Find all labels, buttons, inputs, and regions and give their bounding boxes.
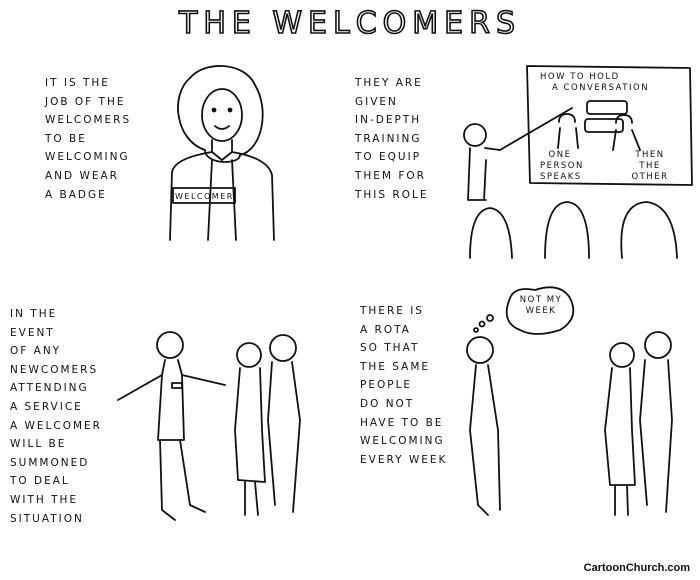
caption-line: THE SAME (360, 360, 431, 373)
caption-line: IN-DEPTH (355, 114, 422, 127)
cartoon-title: THE WELCOMERS (178, 5, 521, 42)
caption-line: ATTENDING (10, 382, 89, 395)
thought-line: NOT MY (519, 295, 563, 305)
board-label-line: THEN (635, 150, 665, 160)
caption-line: TO BE (45, 132, 87, 145)
board-label-line: PERSON (540, 161, 584, 171)
thought-bubble-text: NOT MY WEEK (513, 295, 569, 317)
welcomer-badge: WELCOMER (175, 192, 234, 201)
caption-line: HAVE TO BE (360, 416, 444, 429)
caption-line: EVERY WEEK (360, 453, 448, 466)
training-board-drawing (463, 65, 693, 259)
rota-scene-drawing (466, 286, 673, 516)
caption-line: JOB OF THE (45, 95, 126, 108)
caption-line: SITUATION (10, 512, 84, 525)
panel-1-caption: IT IS THE JOB OF THE WELCOMERS TO BE WEL… (45, 74, 131, 204)
caption-line: WILL BE (10, 438, 67, 451)
caption-line: OF ANY (10, 345, 62, 358)
caption-line: AND WEAR (45, 169, 119, 182)
board-label-line: OTHER (631, 172, 669, 182)
board-title-line: A CONVERSATION (552, 83, 650, 93)
caption-line: SUMMONED (10, 456, 90, 469)
caption-line: NEWCOMERS (10, 363, 99, 376)
thought-line: WEEK (525, 306, 557, 316)
caption-line: A ROTA (360, 323, 411, 336)
welcomer-woman-drawing (169, 65, 275, 241)
caption-line: THERE IS (360, 305, 424, 317)
board-title: HOW TO HOLD A CONVERSATION (540, 72, 649, 94)
caption-line: WELCOMING (45, 151, 130, 164)
caption-line: A SERVICE (10, 400, 83, 413)
board-label-line: SPEAKS (540, 172, 582, 182)
board-right-label: THEN THE OTHER (630, 150, 670, 183)
board-title-line: HOW TO HOLD (540, 72, 620, 82)
caption-line: THEM FOR (355, 169, 426, 182)
caption-line: TO DEAL (10, 475, 70, 488)
caption-line: WELCOMING (360, 435, 445, 448)
board-label-line: THE (639, 161, 661, 171)
caption-line: DO NOT (360, 397, 415, 410)
board-left-label: ONE PERSON SPEAKS (540, 150, 584, 183)
board-label-line: ONE (548, 150, 572, 160)
caption-line: TO EQUIP (355, 151, 422, 164)
welcoming-scene-drawing (117, 331, 301, 521)
caption-line: A WELCOMER (10, 419, 102, 432)
panel-4-caption: THERE IS A ROTA SO THAT THE SAME PEOPLE … (360, 302, 447, 469)
caption-line: THIS ROLE (355, 188, 429, 201)
caption-line: THEY ARE (355, 77, 423, 89)
panel-2-caption: THEY ARE GIVEN IN-DEPTH TRAINING TO EQUI… (355, 74, 428, 204)
caption-line: TRAINING (355, 132, 422, 145)
caption-line: WELCOMERS (45, 114, 132, 127)
caption-line: PEOPLE (360, 379, 413, 392)
caption-line: WITH THE (10, 493, 79, 506)
caption-line: GIVEN (355, 95, 398, 108)
caption-line: A BADGE (45, 188, 107, 201)
panel-3-caption: IN THE EVENT OF ANY NEWCOMERS ATTENDING … (10, 305, 102, 528)
caption-line: EVENT (10, 326, 55, 339)
footer-credit: CartoonChurch.com (583, 562, 690, 574)
caption-line: IT IS THE (45, 77, 110, 89)
caption-line: SO THAT (360, 342, 420, 355)
caption-line: IN THE (10, 308, 58, 320)
